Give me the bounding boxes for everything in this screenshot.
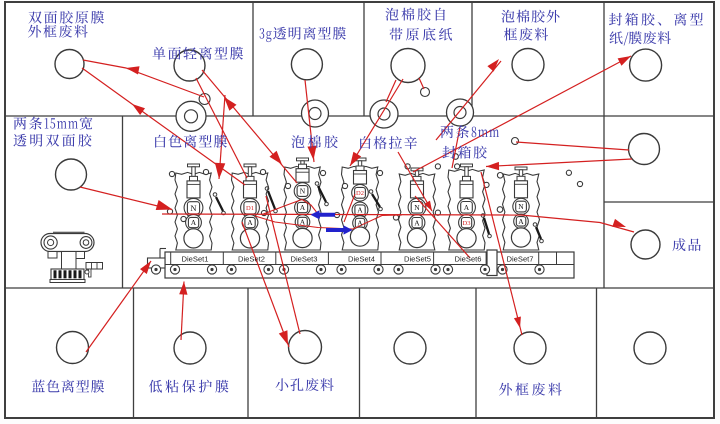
svg-text:A: A [357,206,363,215]
svg-text:N: N [414,203,420,212]
svg-text:DieSet6: DieSet6 [454,254,481,263]
svg-text:N: N [190,203,196,213]
svg-text:D3: D3 [463,220,471,227]
svg-text:DieSet3: DieSet3 [290,254,317,263]
svg-text:A: A [300,218,306,227]
svg-text:DieSet7: DieSet7 [506,254,533,263]
svg-text:A: A [464,203,470,212]
svg-text:DieSet2: DieSet2 [238,254,265,263]
svg-text:A: A [247,218,253,227]
svg-text:A: A [191,218,197,227]
svg-text:DieSet1: DieSet1 [181,254,208,263]
svg-text:A: A [414,218,420,227]
svg-text:A: A [518,217,524,226]
svg-text:D2: D2 [356,190,364,197]
svg-text:A: A [300,203,306,212]
svg-text:DieSet4: DieSet4 [348,254,375,263]
svg-text:N: N [300,187,306,196]
svg-text:DieSet5: DieSet5 [404,254,431,263]
svg-text:A: A [357,219,363,228]
svg-text:D1: D1 [246,205,254,212]
svg-text:N: N [518,202,524,211]
